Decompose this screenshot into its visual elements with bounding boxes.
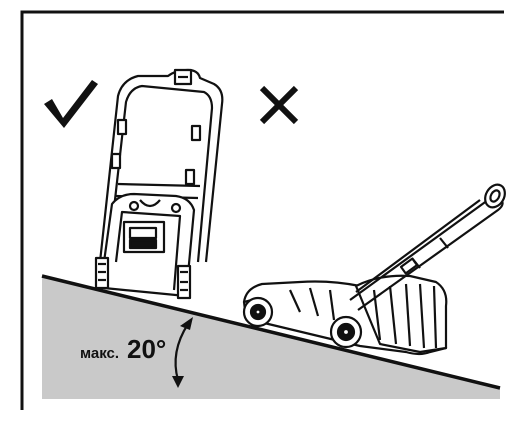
- check-mark-icon: [44, 80, 98, 128]
- slope-max-prefix: макс.: [80, 345, 119, 362]
- slope-ground: [42, 276, 500, 399]
- mower-downhill-illustration: [242, 183, 506, 356]
- cross-mark-icon: [259, 85, 299, 125]
- slope-surface-line: [41, 274, 501, 390]
- slope-max-angle: 20°: [127, 334, 166, 364]
- mower-upright-illustration: [94, 68, 224, 300]
- slope-angle-arrow-icon: [172, 317, 193, 388]
- diagram-frame: [20, 10, 504, 410]
